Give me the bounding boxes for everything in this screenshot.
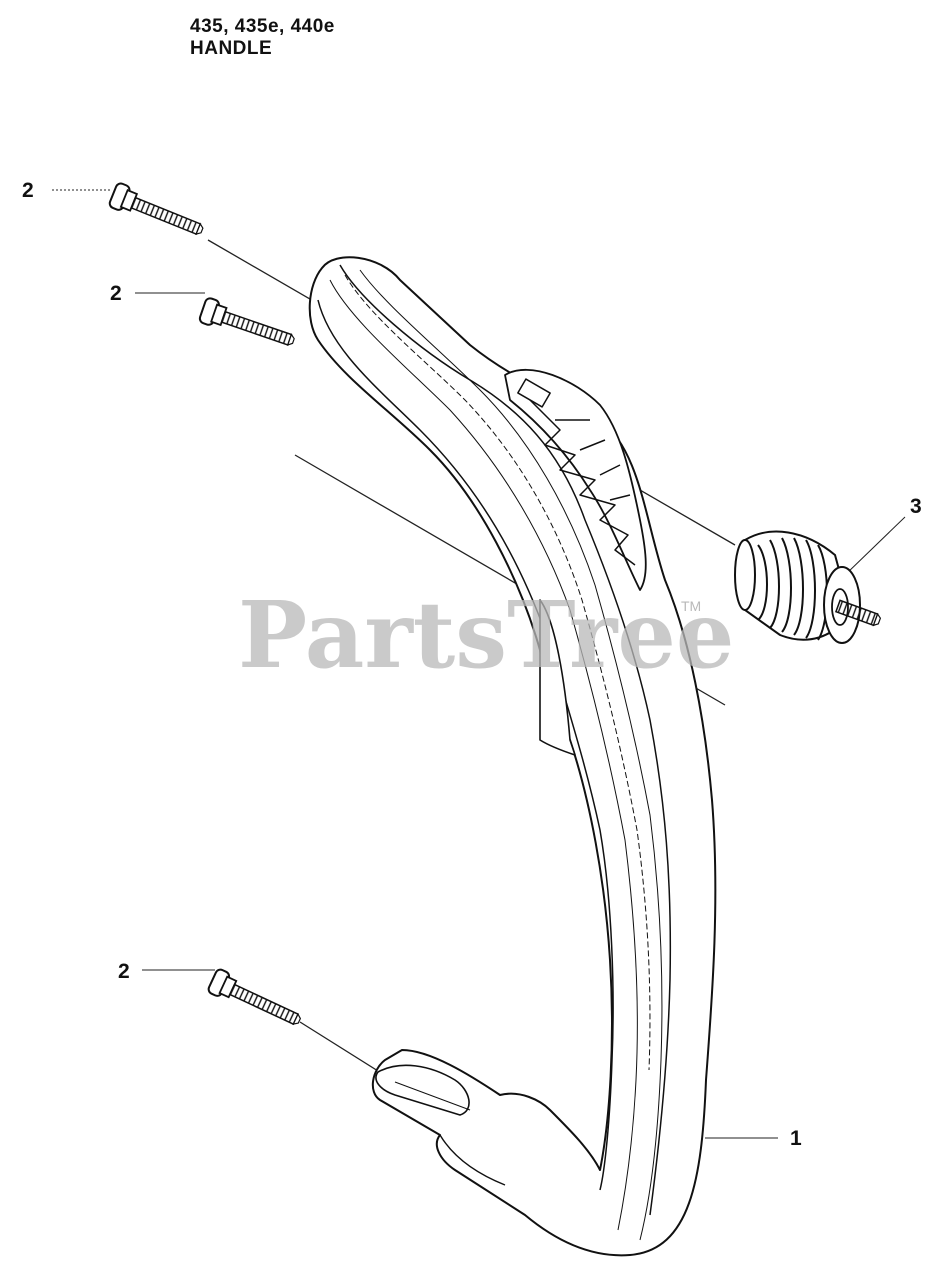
spring-stud <box>834 599 882 627</box>
handle-top-slot <box>517 378 551 408</box>
spring-coils <box>757 537 828 641</box>
screw-top <box>108 182 204 236</box>
handle-foot-lower <box>439 1134 506 1186</box>
callout-number-screw-top: 2 <box>22 179 34 202</box>
diagram-section-title: HANDLE <box>190 38 273 59</box>
handle-body-outline <box>308 256 717 1257</box>
handle-lattice <box>529 399 636 566</box>
watermark-trademark: TM <box>681 598 702 614</box>
callout-number-screw-middle: 2 <box>110 282 122 305</box>
handle-part <box>308 256 717 1257</box>
handle-foot-edge <box>394 1081 471 1111</box>
callout-number-screw-bottom: 2 <box>118 960 130 983</box>
handle-ridge-3 <box>359 269 663 1241</box>
handle-side-flange <box>539 599 576 756</box>
handle-inner-edge-left <box>317 299 614 1191</box>
callout-number-spring: 3 <box>910 495 922 518</box>
handle-ridge-1 <box>329 279 638 1231</box>
handle-ridge-2 <box>344 274 651 1071</box>
handle-top-boss <box>504 369 647 591</box>
handle-inner-edge-right <box>339 264 672 1216</box>
leader-spring <box>844 516 906 576</box>
diagram-model-numbers: 435, 435e, 440e <box>190 16 335 37</box>
partstree-watermark: PartsTree <box>238 581 735 689</box>
spring-part <box>734 530 882 644</box>
screw-bottom <box>207 968 302 1026</box>
handle-bottom-foot <box>375 1064 470 1116</box>
screw-middle <box>198 297 295 346</box>
callout-number-handle: 1 <box>790 1127 802 1150</box>
spring-end-cap-left <box>734 539 756 611</box>
